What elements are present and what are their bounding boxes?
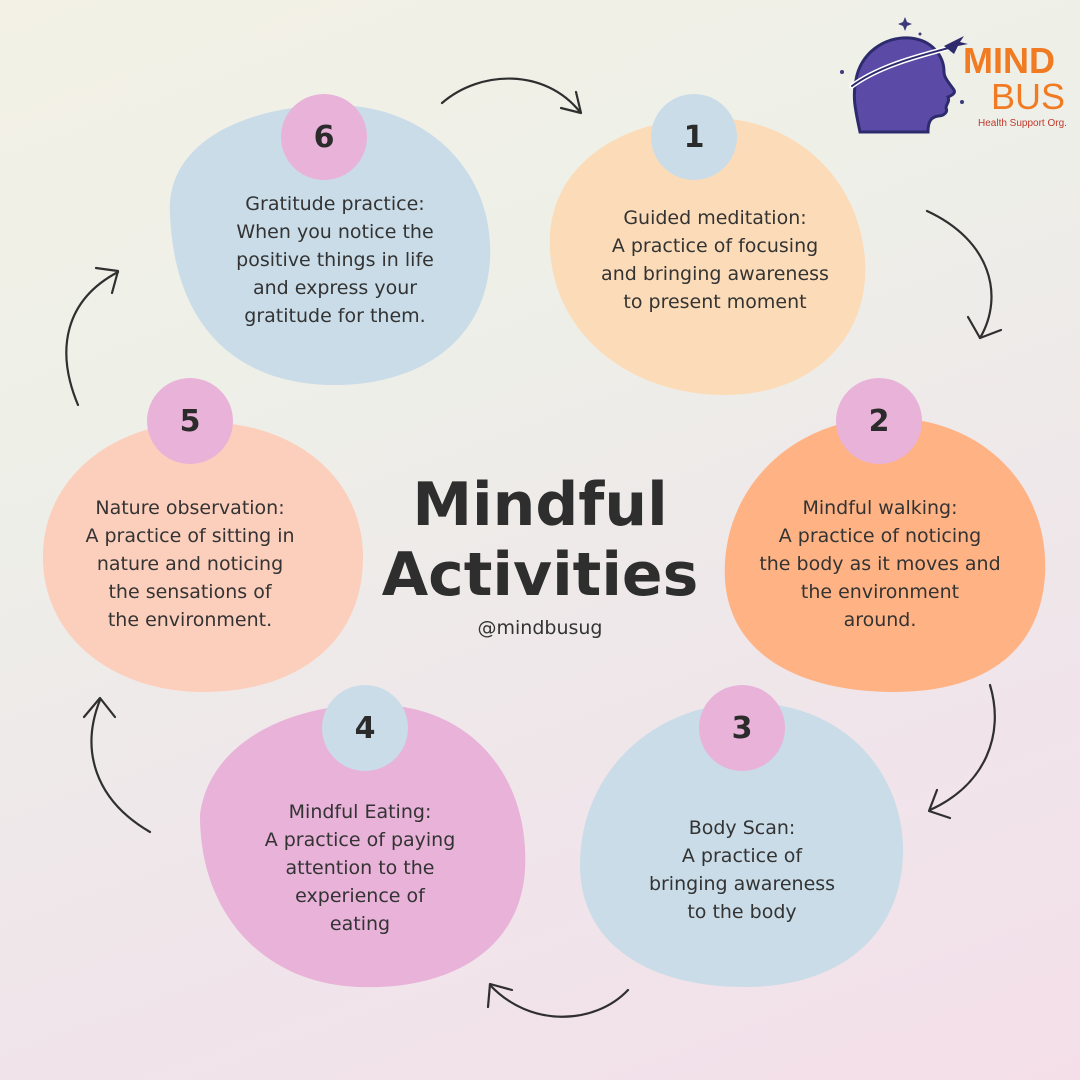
arrow-2-to-3	[928, 683, 996, 812]
plane-icon	[944, 36, 968, 54]
arrow-5-to-6	[65, 270, 120, 407]
activity-text-3: Body Scan: A practice of bringing awaren…	[648, 817, 836, 923]
activity-blob-2	[724, 417, 1046, 692]
activity-text-5: Nature observation: A practice of sittin…	[85, 497, 295, 631]
social-handle: @mindbusug	[477, 617, 603, 639]
activity-number-5: 5	[147, 378, 233, 464]
arrow-1-to-2	[925, 209, 993, 340]
arrow-5-to-6-head	[94, 266, 120, 295]
activity-number-3: 3	[699, 685, 785, 771]
activity-text-6: Gratitude practice: When you notice the …	[236, 193, 434, 327]
activity-number-1: 1	[651, 94, 737, 180]
activity-blob-4	[200, 704, 526, 988]
sparkle-icon	[898, 17, 912, 31]
activity-blob-1	[549, 117, 866, 396]
activity-number-6: 6	[281, 94, 367, 180]
mindbus-logo: MIND BUS Health Support Org.	[832, 14, 1068, 138]
activity-blob-6	[169, 105, 491, 385]
arrow-2-to-3-head	[927, 788, 952, 820]
activity-text-2: Mindful walking: A practice of noticing …	[759, 497, 1001, 631]
activity-number-2: 2	[836, 378, 922, 464]
arrow-3-to-4-head	[486, 982, 514, 1009]
activity-text-1: Guided meditation: A practice of focusin…	[601, 207, 829, 313]
activity-blob-3	[580, 702, 904, 987]
arrow-3-to-4	[488, 983, 630, 1018]
activity-number-4: 4	[322, 685, 408, 771]
logo-text-bus: BUS	[991, 76, 1066, 117]
page-title: Mindful Activities	[381, 470, 699, 610]
activity-text-4: Mindful Eating: A practice of paying att…	[264, 801, 456, 935]
arrow-6-to-1-head	[559, 90, 583, 115]
arrow-4-to-5-head	[82, 696, 117, 719]
logo-text-mind: MIND	[963, 40, 1055, 81]
arrow-1-to-2-head	[966, 315, 1003, 340]
head-silhouette-icon	[840, 17, 968, 134]
logo-tagline: Health Support Org.	[978, 118, 1067, 129]
activity-blob-5	[42, 421, 364, 692]
arrow-6-to-1	[440, 77, 582, 114]
arrow-4-to-5	[90, 698, 152, 834]
